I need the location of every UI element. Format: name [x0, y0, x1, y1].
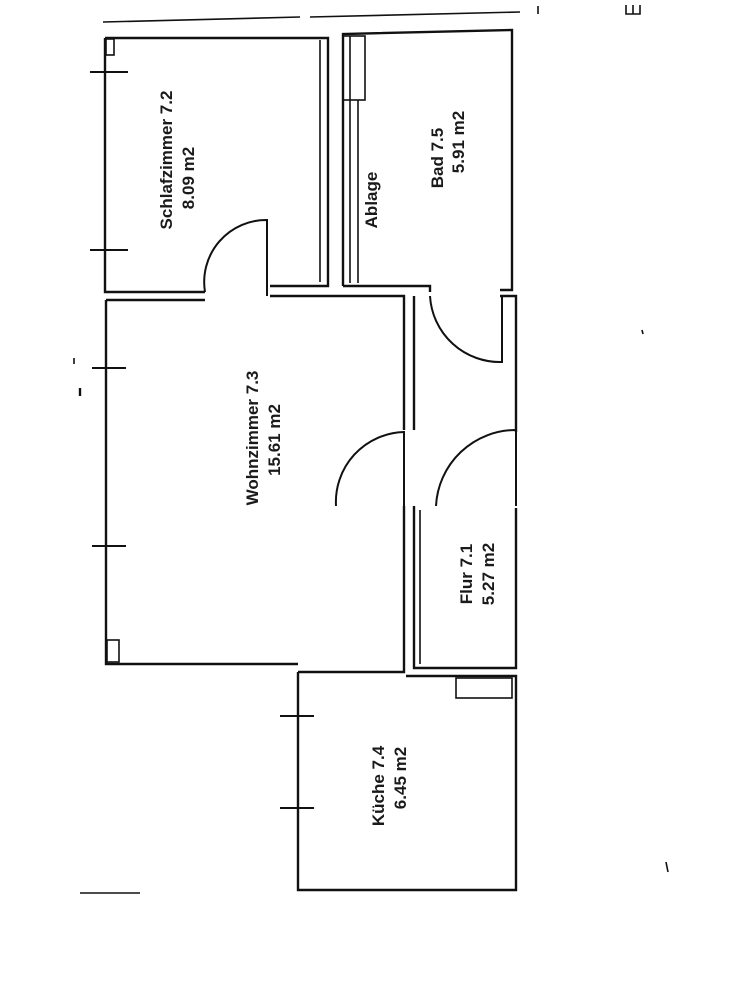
- kueche-area: 6.45 m2: [391, 747, 410, 809]
- room-bad-walls: [341, 28, 514, 292]
- room-schlafzimmer-walls: [103, 36, 330, 294]
- flur-name: Flur 7.1: [457, 544, 476, 604]
- wohnzimmer-name: Wohnzimmer 7.3: [243, 371, 262, 506]
- flur-area: 5.27 m2: [479, 543, 498, 605]
- window-ticks: [73, 71, 314, 809]
- kueche-name: Küche 7.4: [369, 745, 388, 826]
- door-flur: [435, 428, 517, 507]
- wohnzimmer-area: 15.61 m2: [265, 404, 284, 476]
- door-bad: [429, 295, 503, 364]
- room-wohnzimmer-walls: [104, 294, 406, 674]
- door-schlafzimmer: [203, 218, 268, 296]
- room-kueche-walls: [296, 672, 518, 892]
- door-wohnzimmer: [334, 430, 405, 507]
- ablage-name: Ablage: [362, 172, 381, 229]
- bad-name: Bad 7.5: [428, 128, 447, 188]
- schlafzimmer-name: Schlafzimmer 7.2: [157, 91, 176, 230]
- top-border-lines: [102, 5, 641, 23]
- scan-marks: [78, 329, 669, 894]
- room-flur-walls: [412, 294, 518, 670]
- bad-area: 5.91 m2: [449, 111, 468, 173]
- schlafzimmer-area: 8.09 m2: [179, 147, 198, 209]
